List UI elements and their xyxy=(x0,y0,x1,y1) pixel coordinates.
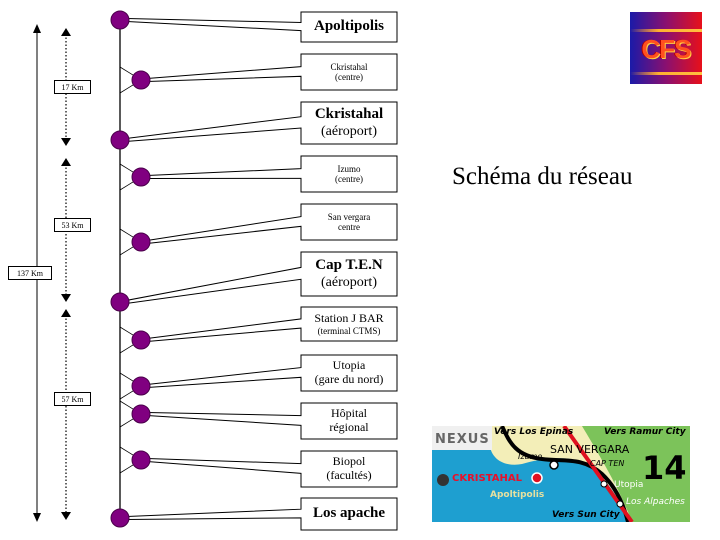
map-label-los-alpaches: Los Alpaches xyxy=(626,497,685,507)
station-subtitle: (gare du nord) xyxy=(314,372,384,386)
map-label-ramur: Vers Ramur City xyxy=(604,427,686,437)
arrow-down-icon xyxy=(33,513,41,522)
map-green-zone xyxy=(582,426,690,522)
map-station-san-vergara xyxy=(549,460,559,470)
arrow-down-icon xyxy=(61,138,71,146)
station-marker xyxy=(110,292,130,312)
map-station-ckristahal xyxy=(531,472,543,484)
station-callout xyxy=(146,354,398,392)
map-rail-line xyxy=(500,426,630,522)
total-distance-label: 137 Km xyxy=(8,266,52,280)
station-callout xyxy=(146,306,398,342)
map-station-los-alpaches xyxy=(616,500,624,508)
station-callout xyxy=(146,203,398,244)
station-subtitle: centre xyxy=(338,222,360,232)
logo-stripe xyxy=(630,72,702,75)
station-marker xyxy=(131,404,151,424)
station-subtitle: (aéroport) xyxy=(321,123,377,139)
station-marker xyxy=(131,232,151,252)
map-label-apoltipolis: Apoltipolis xyxy=(490,490,545,500)
station-marker xyxy=(110,130,130,150)
station-marker xyxy=(131,167,151,187)
station-subtitle: (centre) xyxy=(335,174,363,184)
cfs-logo: CFS xyxy=(630,12,702,84)
station-label: Station J BAR(terminal CTMS) xyxy=(301,307,397,341)
logo-text: CFS xyxy=(641,34,692,64)
station-name: Los apache xyxy=(312,505,386,522)
station-callout xyxy=(146,53,398,91)
station-callout xyxy=(146,155,398,193)
station-name: Apoltipolis xyxy=(313,18,385,35)
station-callout xyxy=(125,251,398,304)
map-line-number: 14 xyxy=(642,449,687,487)
map-label-los-epinas: Vers Los Epinas xyxy=(494,427,574,437)
station-label: Utopia(gare du nord) xyxy=(301,355,397,391)
map-label-izumo: Izumo xyxy=(518,452,543,461)
arrow-up-icon xyxy=(61,309,71,317)
route-map-thumbnail: NEXUS Vers Los Epinas Vers Ramur City Iz… xyxy=(432,426,690,522)
station-name: Cap T.E.N xyxy=(315,257,383,274)
station-label: Los apache xyxy=(301,498,397,530)
station-callout xyxy=(125,497,398,531)
station-name: Hôpital xyxy=(331,406,367,421)
station-label: Biopol(facultés) xyxy=(301,451,397,487)
station-callout xyxy=(146,450,398,488)
station-marker xyxy=(110,10,130,30)
logo-stripe xyxy=(630,29,702,32)
station-marker xyxy=(131,330,151,350)
station-label: Izumo(centre) xyxy=(301,156,397,192)
map-label-utopia: Utopia xyxy=(614,480,644,490)
arrow-up-icon xyxy=(61,28,71,36)
station-subtitle: (aéroport) xyxy=(321,274,377,290)
airport-icon xyxy=(437,474,449,486)
map-logo-bg xyxy=(432,426,492,450)
segment-distance-label-1: 17 Km xyxy=(54,80,91,94)
map-label-san-vergara: SAN VERGARA xyxy=(550,443,630,456)
station-callout xyxy=(146,402,398,440)
station-subtitle: (terminal CTMS) xyxy=(317,325,381,336)
map-label-cap-ten: CAP TEN xyxy=(590,459,625,468)
station-subtitle: régional xyxy=(329,420,369,434)
station-callout xyxy=(125,11,398,43)
segment-distance-label-3: 57 Km xyxy=(54,392,91,406)
map-station-utopia xyxy=(600,480,608,488)
map-label-ckristahal: CKRISTAHAL xyxy=(452,473,522,484)
map-label-sun-city: Vers Sun City xyxy=(552,510,620,520)
station-subtitle: (centre) xyxy=(335,72,363,82)
station-subtitle: (facultés) xyxy=(326,468,372,482)
arrow-up-icon xyxy=(61,158,71,166)
station-name: Station J BAR xyxy=(314,310,384,325)
station-callout xyxy=(125,101,398,145)
station-label: Ckristahal(centre) xyxy=(301,54,397,90)
station-label: Ckristahal(aéroport) xyxy=(301,102,397,144)
map-brand: NEXUS xyxy=(435,432,490,447)
station-label: Cap T.E.N(aéroport) xyxy=(301,252,397,296)
station-name: Ckristahal xyxy=(314,106,384,123)
station-marker xyxy=(131,450,151,470)
station-name: Izumo xyxy=(337,163,361,174)
station-marker xyxy=(131,376,151,396)
segment-distance-label-2: 53 Km xyxy=(54,218,91,232)
station-marker xyxy=(131,70,151,90)
arrow-down-icon xyxy=(61,512,71,520)
arrow-up-icon xyxy=(33,24,41,33)
station-name: Ckristahal xyxy=(330,61,368,72)
page-title: Schéma du réseau xyxy=(452,163,633,190)
station-marker xyxy=(110,508,130,528)
station-name: Biopol xyxy=(332,454,366,469)
station-label: Apoltipolis xyxy=(301,12,397,42)
map-shapes xyxy=(432,426,690,522)
arrow-down-icon xyxy=(61,294,71,302)
station-name: San vergara xyxy=(327,211,371,222)
station-name: Utopia xyxy=(332,358,366,373)
